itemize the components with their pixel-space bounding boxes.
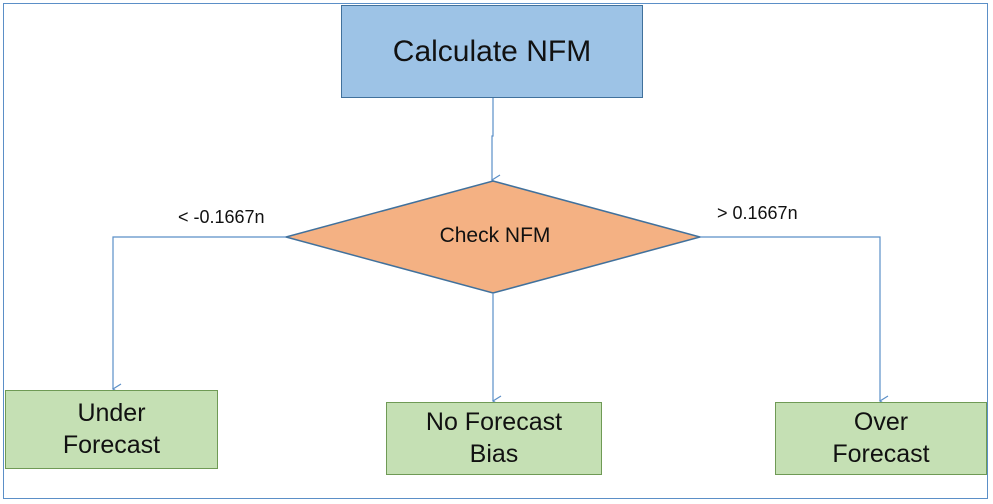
left-condition-label: < -0.1667n [178,207,265,227]
connector-start-to-decision [490,98,501,186]
no-forecast-bias-box: No Forecast Bias [386,402,602,475]
calculate-nfm-label: Calculate NFM [392,34,592,68]
connector-decision-to-over [700,236,889,407]
under-forecast-line1: Under [77,399,146,428]
diagram-frame [3,3,988,499]
check-nfm-label: Check NFM [439,224,551,247]
under-forecast-box: Under Forecast [5,390,218,469]
over-forecast-line2: Forecast [832,439,930,468]
over-forecast-box: Over Forecast [775,402,987,475]
right-condition-label: > 0.1667n [717,203,798,223]
calculate-nfm-box: Calculate NFM [341,5,643,98]
under-forecast-line2: Forecast [62,430,161,459]
no-forecast-bias-line1: No Forecast [425,408,563,437]
connector-decision-to-under [111,236,286,395]
no-forecast-bias-line2: Bias [469,439,519,468]
over-forecast-line1: Over [853,408,909,437]
